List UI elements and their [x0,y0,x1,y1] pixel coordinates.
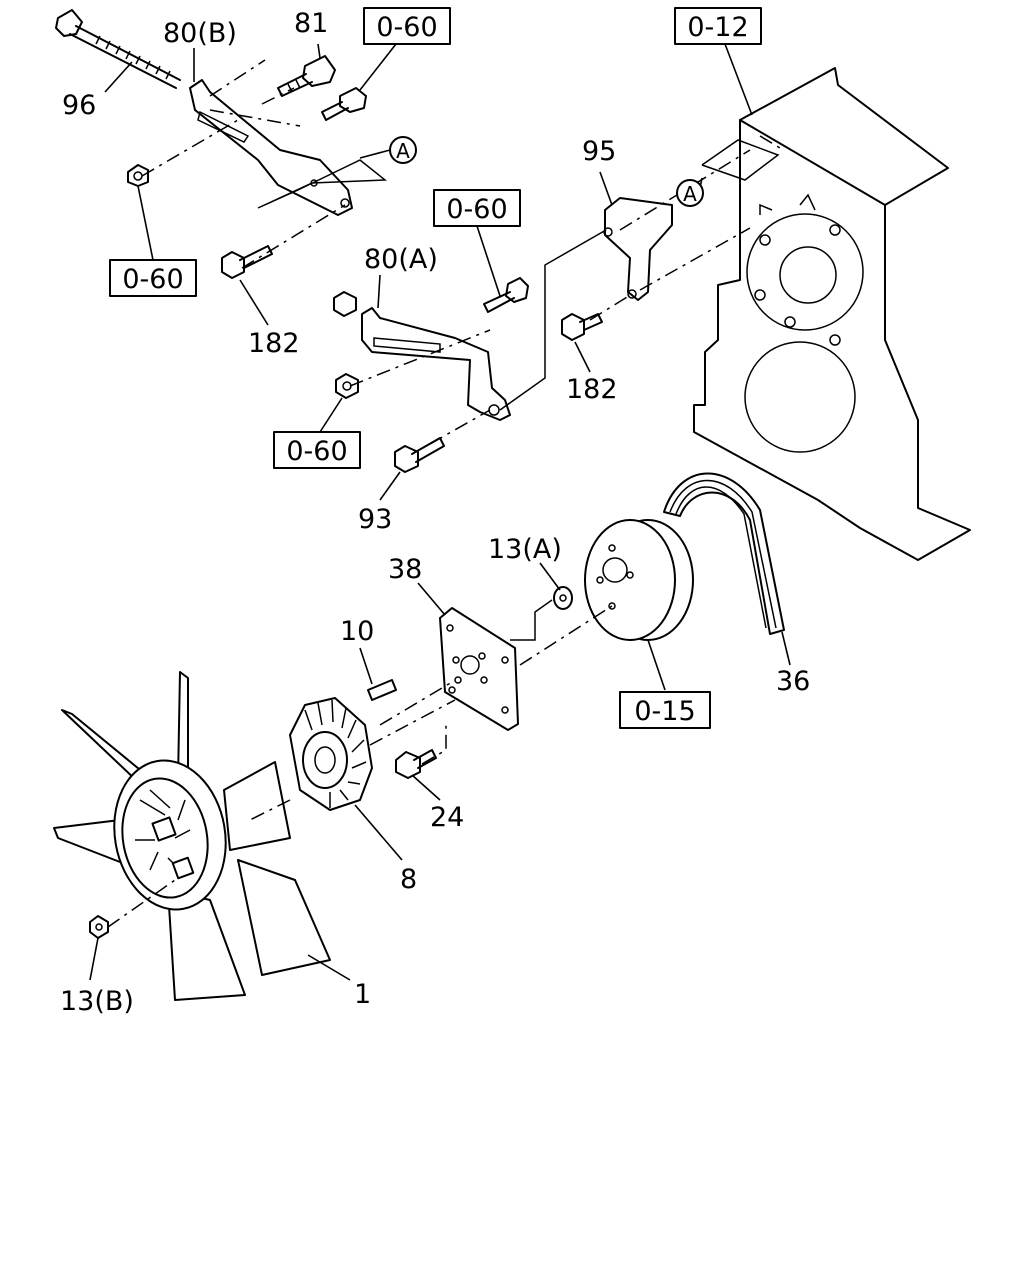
assembly-lines [107,59,781,928]
ref-box-012: 0-12 [674,7,762,45]
label-182-top: 182 [248,328,300,359]
callout-a-engine: A [676,177,704,207]
callout-a-top: A [359,136,417,164]
label-182-mid: 182 [566,374,618,405]
ref-060-left: 0-60 [122,264,183,295]
ref-060-top: 0-60 [376,12,437,43]
bolt-81 [277,55,336,97]
bolt-182-top [221,245,273,279]
ref-015: 0-15 [634,696,695,727]
label-13b: 13(B) [60,986,134,1017]
bolt-mid-reference [483,277,529,313]
label-36: 36 [776,666,810,697]
bolt-96 [55,9,181,89]
label-38: 38 [388,554,422,585]
fan-1 [53,671,331,1001]
pulley [584,519,694,641]
ref-box-060-lower: 0-60 [273,431,361,469]
label-80b: 80(B) [163,18,237,49]
label-13a: 13(A) [488,534,562,565]
label-96: 96 [62,90,96,121]
engine-block [693,67,971,561]
belt-36 [663,472,785,635]
ref-060-lower: 0-60 [286,436,347,467]
bolt-24 [395,749,437,779]
bracket-95 [603,197,673,301]
ref-box-060-left: 0-60 [109,259,197,297]
bolt-93 [394,437,445,473]
label-95: 95 [582,136,616,167]
label-1: 1 [354,979,371,1010]
nut-left [127,164,149,187]
nut-lower [333,291,357,317]
ref-box-060-top: 0-60 [363,7,451,45]
fan-clutch-8 [289,697,373,811]
ref-012: 0-12 [687,12,748,43]
label-93: 93 [358,504,392,535]
ref-box-060-mid: 0-60 [433,189,521,227]
nut-80a [335,373,359,399]
bolt-top-reference [321,87,367,121]
label-80a: 80(A) [364,244,438,275]
callout-a-top-text: A [396,139,410,163]
label-24: 24 [430,802,464,833]
bracket-80a [361,307,511,421]
part-labels: 96 80(B) 81 182 80(A) 95 182 93 38 13(A)… [60,8,810,1017]
ref-060-mid: 0-60 [446,194,507,225]
label-10: 10 [340,616,374,647]
label-81: 81 [294,8,328,39]
bolt-182-mid [561,313,603,341]
callout-a-engine-text: A [683,182,697,206]
plate-38 [439,607,519,731]
ref-box-015: 0-15 [619,691,711,729]
nut-13b [89,915,109,939]
nut-13a [553,586,573,610]
stud-10 [367,679,397,701]
leader-lines [89,43,791,981]
label-8: 8 [400,864,417,895]
